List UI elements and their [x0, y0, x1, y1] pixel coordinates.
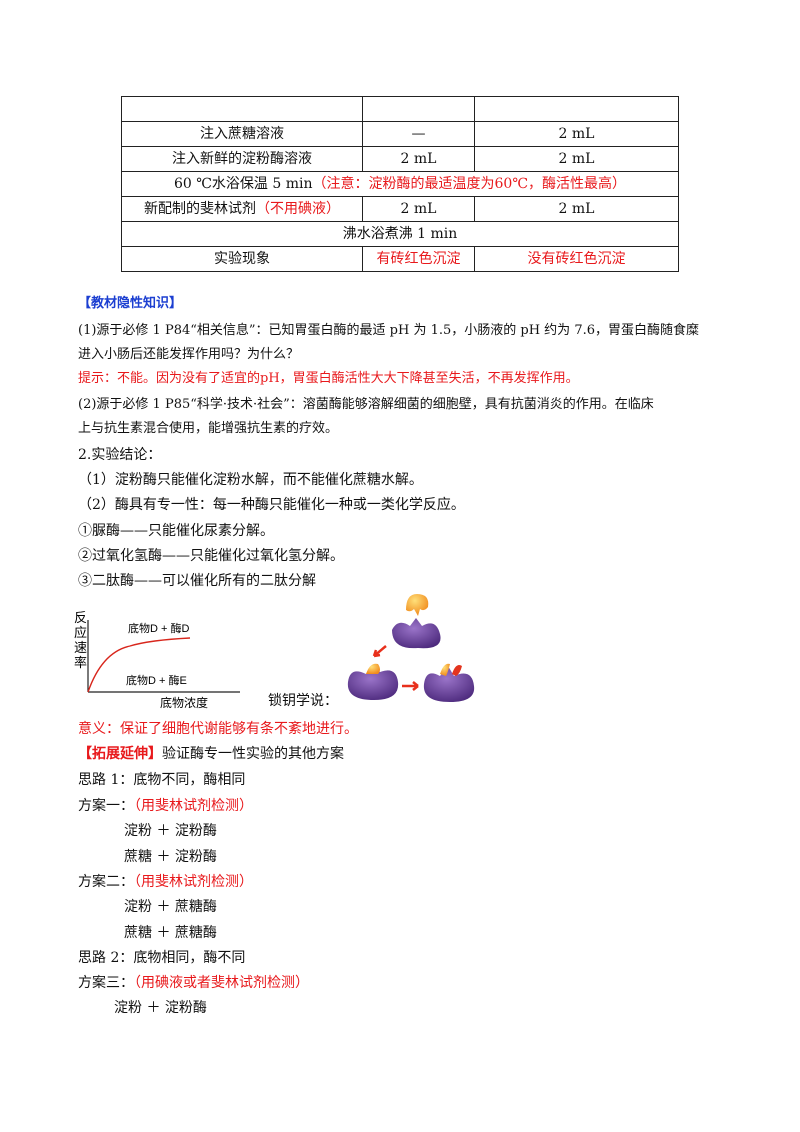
- extension-title: 【拓展延伸】: [78, 746, 162, 762]
- plan-1: 方案一：（用斐林试剂检测）: [78, 797, 253, 815]
- meaning-text: 意义：保证了细胞代谢能够有条不紊地进行。: [78, 721, 358, 737]
- lock-and-key-illustration: [347, 594, 475, 702]
- table-cell: 没有砖红色沉淀: [474, 246, 679, 272]
- curve-label-2: 底物D + 酶E: [126, 673, 187, 687]
- table-cell: [474, 96, 679, 122]
- table-cell: 实验现象: [121, 246, 363, 272]
- hidden-knowledge-title: 【教材隐性知识】: [78, 296, 183, 311]
- fehling-note: （不用碘液）: [256, 201, 340, 217]
- conclusion-point-2: （2）酶具有专一性：每一种酶只能催化一种或一类化学反应。: [78, 497, 465, 513]
- warm-note: （注意：淀粉酶的最适温度为60℃，酶活性最高）: [312, 176, 626, 192]
- table-cell: 2 mL: [474, 196, 679, 222]
- table-cell: 2 mL: [474, 146, 679, 172]
- experiment-table: 注入蔗糖溶液 — 2 mL 注入新鲜的淀粉酶溶液 2 mL 2 mL 60 ℃水…: [121, 96, 679, 272]
- plan-1-item-b: 蔗糖 ＋ 淀粉酶: [124, 849, 217, 865]
- table-row: 60 ℃水浴保温 5 min（注意：淀粉酶的最适温度为60℃，酶活性最高）: [121, 171, 679, 197]
- plan-3: 方案三：（用碘液或者斐林试剂检测）: [78, 974, 309, 992]
- plan-3-label: 方案三：: [78, 975, 134, 991]
- lock-key-label: 锁钥学说：: [268, 693, 338, 709]
- table-cell: 注入新鲜的淀粉酶溶液: [121, 146, 363, 172]
- product-icon: [440, 663, 450, 676]
- question-1-line-1: (1)源于必修 1 P84“相关信息”：已知胃蛋白酶的最适 pH 为 1.5，小…: [78, 323, 699, 338]
- question-1-line-2: 进入小肠后还能发挥作用吗？为什么？: [78, 347, 300, 362]
- warm-text: 60 ℃水浴保温 5 min: [174, 176, 313, 192]
- bound-substrate-icon: [366, 663, 380, 674]
- idea-2: 思路 2：底物相同，酶不同: [78, 950, 246, 966]
- table-cell: 注入蔗糖溶液: [121, 121, 363, 147]
- example-2: ②过氧化氢酶——只能催化过氧化氢分解。: [78, 548, 344, 564]
- conclusion-title: 2.实验结论：: [78, 447, 162, 463]
- reaction-rate-chart: 反 应 速 率 底物D + 酶D 底物D + 酶E 底物浓度: [74, 610, 240, 710]
- plan-3-item-a: 淀粉 ＋ 淀粉酶: [114, 1000, 207, 1016]
- question-2-line-2: 上与抗生素混合使用，能增强抗生素的疗效。: [78, 421, 339, 436]
- enzyme-substrate-complex-icon: [347, 667, 399, 700]
- table-cell: 2 mL: [474, 121, 679, 147]
- hint-text: 提示：不能。因为没有了适宜的pH，胃蛋白酶活性大大下降甚至失活，不再发挥作用。: [78, 371, 579, 386]
- table-cell-boil: 沸水浴煮沸 1 min: [121, 221, 679, 247]
- curve-enzyme-d: [87, 637, 191, 693]
- y-label-3: 速: [74, 640, 87, 655]
- x-label: 底物浓度: [160, 695, 208, 710]
- table-cell: [362, 96, 475, 122]
- arrow-icon: [372, 645, 387, 658]
- plan-2-note: （用斐林试剂检测）: [134, 874, 253, 890]
- idea-1: 思路 1：底物不同，酶相同: [78, 772, 246, 788]
- extension-subtitle: 验证酶专一性实验的其他方案: [162, 746, 344, 762]
- plan-3-note: （用碘液或者斐林试剂检测）: [134, 975, 309, 991]
- fehling-text: 新配制的斐林试剂: [144, 201, 256, 217]
- enzyme-icon: [392, 618, 441, 649]
- plan-2: 方案二：（用斐林试剂检测）: [78, 873, 253, 891]
- plan-2-item-a: 淀粉 ＋ 蔗糖酶: [124, 899, 217, 915]
- table-row: 沸水浴煮沸 1 min: [121, 221, 679, 247]
- table-row: [121, 96, 679, 122]
- question-2-line-1: (2)源于必修 1 P85“科学·技术·社会”：溶菌酶能够溶解细菌的细胞壁，具有…: [78, 397, 654, 412]
- extension-heading: 【拓展延伸】验证酶专一性实验的其他方案: [78, 745, 344, 763]
- table-cell: 有砖红色沉淀: [362, 246, 475, 272]
- table-cell-warm: 60 ℃水浴保温 5 min（注意：淀粉酶的最适温度为60℃，酶活性最高）: [121, 171, 679, 197]
- plan-1-note: （用斐林试剂检测）: [134, 798, 253, 814]
- table-cell: —: [362, 121, 475, 147]
- plan-2-label: 方案二：: [78, 874, 134, 890]
- y-label-4: 率: [74, 655, 87, 670]
- y-label-1: 反: [74, 610, 87, 625]
- substrate-icon: [406, 594, 429, 616]
- table-cell: [121, 96, 363, 122]
- example-3: ③二肽酶——可以催化所有的二肽分解: [78, 573, 316, 589]
- curve-label-1: 底物D + 酶D: [128, 621, 189, 635]
- table-row: 注入新鲜的淀粉酶溶液 2 mL 2 mL: [121, 146, 679, 172]
- enzyme-product-icon: [423, 666, 475, 702]
- plan-1-item-a: 淀粉 ＋ 淀粉酶: [124, 823, 217, 839]
- table-row: 实验现象 有砖红色沉淀 没有砖红色沉淀: [121, 246, 679, 272]
- product-icon-2: [452, 665, 462, 676]
- table-row: 注入蔗糖溶液 — 2 mL: [121, 121, 679, 147]
- table-row: 新配制的斐林试剂（不用碘液） 2 mL 2 mL: [121, 196, 679, 222]
- conclusion-point-1: （1）淀粉酶只能催化淀粉水解，而不能催化蔗糖水解。: [78, 472, 423, 488]
- table-cell: 2 mL: [362, 196, 475, 222]
- y-label-2: 应: [74, 625, 87, 640]
- arrow-right-icon: [402, 681, 419, 691]
- plan-2-item-b: 蔗糖 ＋ 蔗糖酶: [124, 925, 217, 941]
- table-cell: 新配制的斐林试剂（不用碘液）: [121, 196, 363, 222]
- example-1: ①脲酶——只能催化尿素分解。: [78, 523, 274, 539]
- table-cell: 2 mL: [362, 146, 475, 172]
- plan-1-label: 方案一：: [78, 798, 134, 814]
